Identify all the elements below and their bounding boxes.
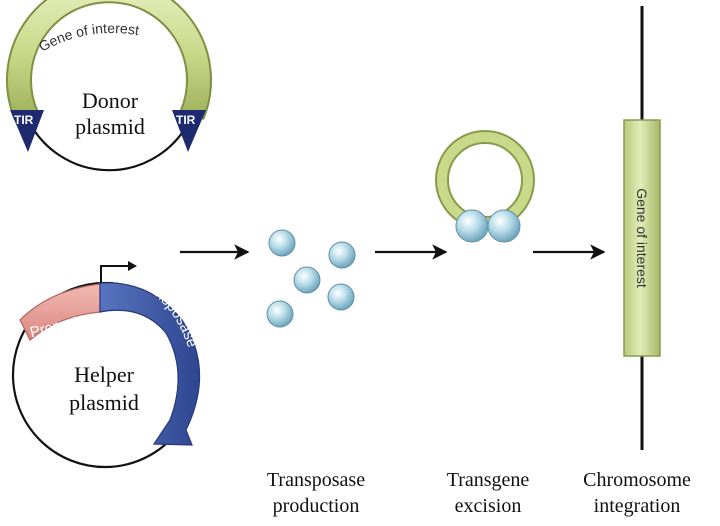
donor-plasmid-label-line2: plasmid xyxy=(75,114,145,139)
transposase-segment xyxy=(99,282,201,446)
enzyme-sphere xyxy=(268,229,296,257)
enzyme-sphere xyxy=(328,241,356,269)
excised-ring xyxy=(437,132,533,228)
tir-left-marker xyxy=(10,110,44,152)
chromosome-gene-label: Gene of interest xyxy=(634,188,650,288)
donor-plasmid-backbone xyxy=(24,114,194,172)
stage-label-integration-line2: integration xyxy=(594,495,681,517)
enzyme-sphere-bound-right xyxy=(487,209,521,243)
helper-plasmid-label-line2: plasmid xyxy=(69,390,139,415)
enzyme-sphere xyxy=(293,266,321,294)
enzyme-sphere-bound-left xyxy=(455,209,489,243)
promoter-arrow-icon xyxy=(100,265,128,283)
stage-label-excision-line1: Transgene xyxy=(447,469,530,491)
donor-plasmid-label-line1: Donor xyxy=(82,88,139,113)
enzyme-sphere xyxy=(266,300,294,328)
stage-label-transposase-line1: Transposase xyxy=(267,469,365,491)
tir-right-marker xyxy=(172,110,206,152)
chromosome: Gene of interest xyxy=(623,6,661,450)
excised-transgene-ring xyxy=(435,130,535,243)
helper-plasmid-label-line1: Helper xyxy=(74,362,135,387)
transposase-enzymes xyxy=(266,229,356,328)
enzyme-sphere xyxy=(327,283,355,311)
stage-label-transposase-line2: production xyxy=(273,495,360,517)
stage-label-excision-line2: excision xyxy=(455,495,522,517)
donor-plasmid: Gene of interest TIR TIR Donor plasmid xyxy=(6,0,212,172)
tir-left-label: TIR xyxy=(14,113,34,127)
stage-label-integration-line1: Chromosome xyxy=(583,469,691,491)
chromosome-gene-insert xyxy=(623,119,661,357)
tir-right-label: TIR xyxy=(176,113,196,127)
helper-plasmid: Promoter transposase Helper plasmid xyxy=(11,261,201,469)
